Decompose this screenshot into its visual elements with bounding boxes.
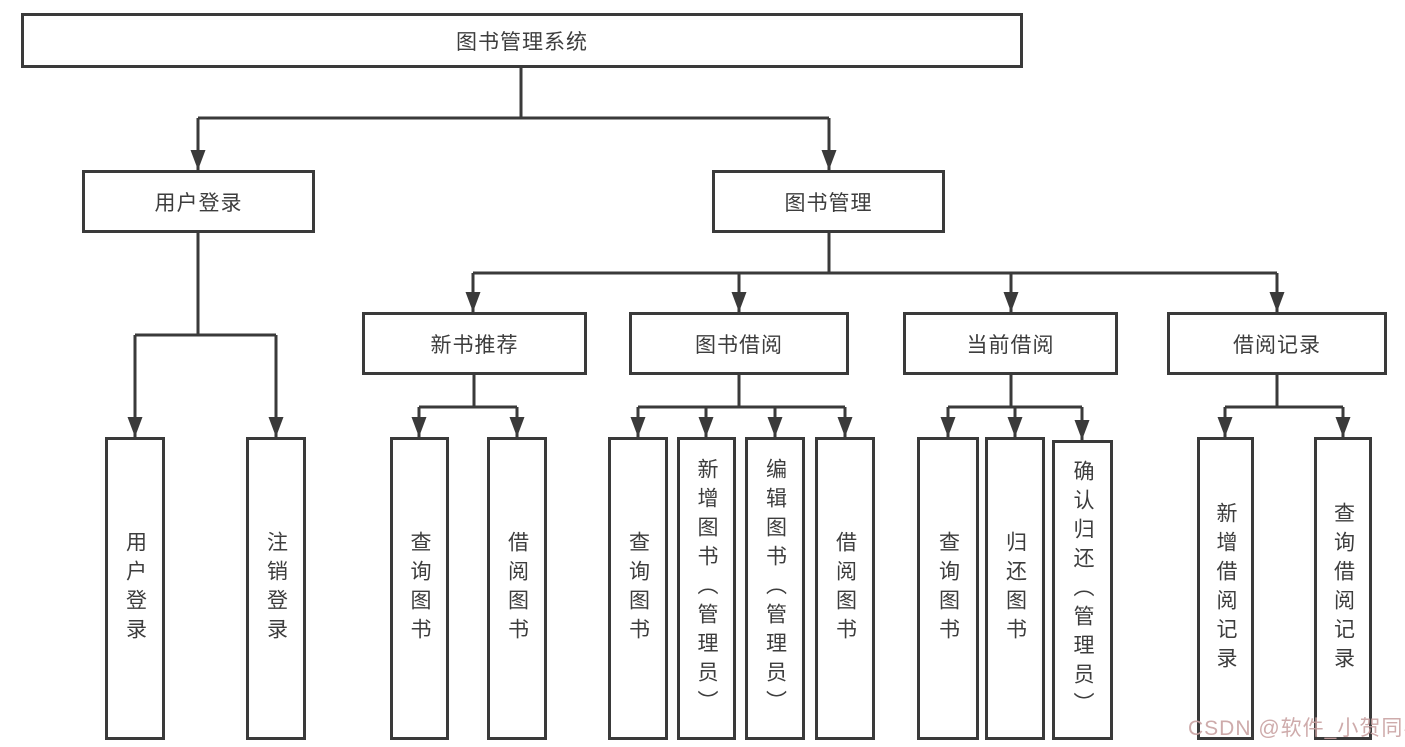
leaf-edit-books-admin: 编辑图书（管理员）: [745, 437, 805, 740]
node-borrowing-records: 借阅记录: [1167, 312, 1387, 375]
connector-book-borrowing-children: [630, 375, 853, 437]
leaf-add-books-admin: 新增图书（管理员）: [677, 437, 736, 740]
connector-book-management-children: [465, 233, 1285, 312]
node-new-book-recommendation: 新书推荐: [362, 312, 587, 375]
leaf-query-borrow-record: 查询借阅记录: [1314, 437, 1372, 740]
leaf-query-books-recommend: 查询图书: [390, 437, 449, 740]
node-book-borrowing: 图书借阅: [629, 312, 849, 375]
leaf-add-borrow-record: 新增借阅记录: [1197, 437, 1254, 740]
node-user-login: 用户登录: [82, 170, 315, 233]
connector-root-to-level2: [190, 68, 837, 170]
leaf-confirm-return-admin: 确认归还（管理员）: [1052, 440, 1113, 740]
csdn-watermark: CSDN @软件_小贺同学: [1188, 717, 1405, 740]
connector-user-login-children: [127, 233, 284, 437]
leaf-return-books: 归还图书: [985, 437, 1045, 740]
connector-borrowing-records-children: [1217, 375, 1351, 437]
node-root: 图书管理系统: [21, 13, 1023, 68]
connector-current-borrowing-children: [940, 375, 1090, 440]
leaf-logout: 注销登录: [246, 437, 306, 740]
node-book-management: 图书管理: [712, 170, 945, 233]
leaf-borrow-books-recommend: 借阅图书: [487, 437, 547, 740]
connector-new-book-children: [411, 375, 525, 437]
node-current-borrowing: 当前借阅: [903, 312, 1118, 375]
leaf-borrow-books: 借阅图书: [815, 437, 875, 740]
leaf-query-books-borrowing: 查询图书: [608, 437, 668, 740]
leaf-user-login: 用户登录: [105, 437, 165, 740]
leaf-query-books-current: 查询图书: [917, 437, 979, 740]
